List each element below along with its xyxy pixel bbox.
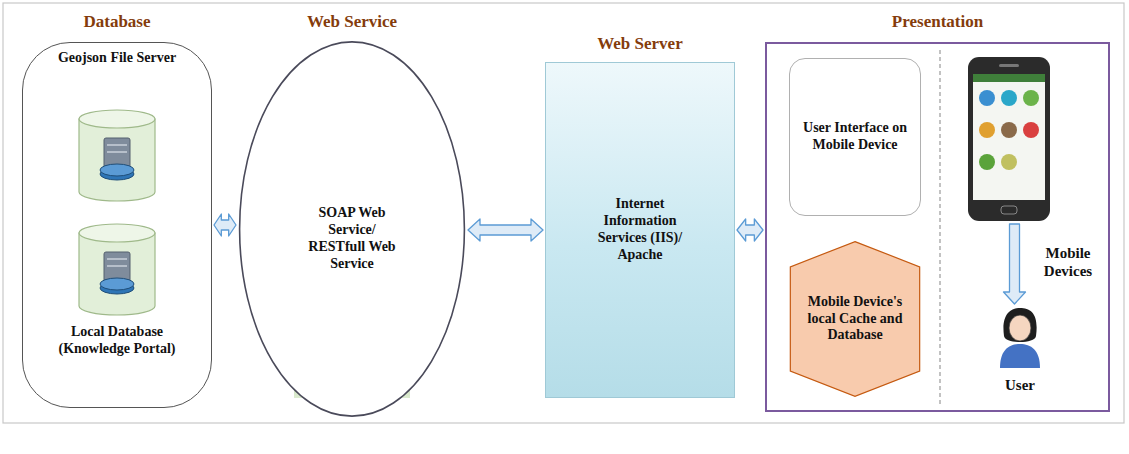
user-face xyxy=(1009,315,1031,341)
user-hair xyxy=(1003,308,1036,342)
database-panel: Geojson File ServerLocal Database (Knowl… xyxy=(22,8,212,408)
column-heading: Database xyxy=(22,8,212,32)
phone-icon xyxy=(967,56,1051,222)
web-server-box: Web ServerInternet Information Services … xyxy=(545,30,735,398)
column-heading: Web Server xyxy=(545,30,735,54)
column-heading: Presentation xyxy=(765,8,1110,32)
app-icon xyxy=(1023,90,1039,106)
block-arrow xyxy=(737,219,763,241)
block-arrow xyxy=(468,219,543,241)
ui-box: User Interface on Mobile Device xyxy=(789,58,921,216)
web-service-ellipse: SOAP Web Service/ RESTfull Web Service We… xyxy=(238,8,466,418)
cylinder-body xyxy=(79,233,155,315)
database-cylinder: Geojson File Server xyxy=(42,46,192,226)
app-icon xyxy=(1001,90,1017,106)
web-server-box-outline: Internet Information Services (IIS)/ Apa… xyxy=(545,62,735,398)
column-heading: Web Service xyxy=(238,8,466,32)
block-arrow xyxy=(214,214,236,236)
app-icon xyxy=(979,90,995,106)
app-icon xyxy=(979,154,995,170)
database-cylinder-icon xyxy=(77,108,157,204)
app-icon xyxy=(1023,122,1039,138)
box-label: SOAP Web Service/ RESTfull Web Service xyxy=(300,205,404,272)
hexagon-shape xyxy=(790,242,919,397)
mobile-device: Mobile Devices xyxy=(955,56,1105,286)
outer-frame xyxy=(3,3,1124,423)
box-label: Internet Information Services (IIS)/ Apa… xyxy=(580,196,700,263)
ellipse-shape xyxy=(240,42,465,416)
app-icon xyxy=(1001,154,1017,170)
server-slot xyxy=(107,151,127,153)
server-slot xyxy=(107,265,127,267)
cylinder-top xyxy=(79,224,155,242)
home-button xyxy=(1001,206,1017,214)
user-body xyxy=(1000,344,1040,368)
app-icon xyxy=(979,122,995,138)
cylinder-top xyxy=(79,110,155,128)
phone-body xyxy=(968,57,1050,221)
server-slot xyxy=(107,258,127,260)
status-bar xyxy=(973,74,1045,82)
box-label: Mobile Device's local Cache and Database xyxy=(807,294,903,344)
presentation-panel-outline xyxy=(765,42,1110,412)
user-label: User xyxy=(980,376,1060,394)
user-icon xyxy=(995,306,1045,368)
box-label: User Interface on Mobile Device xyxy=(803,120,907,154)
database-label: Local Database (Knowledge Portal) xyxy=(52,324,182,358)
presentation-panel: User Interface on Mobile DeviceMobile De… xyxy=(765,8,1110,412)
server-slot xyxy=(107,144,127,146)
database-disk xyxy=(100,278,134,290)
phone-screen xyxy=(973,74,1045,200)
divider-line xyxy=(939,50,940,406)
block-arrow xyxy=(1004,224,1026,304)
database-cylinder-icon xyxy=(77,222,157,318)
database-label: Geojson File Server xyxy=(52,50,182,67)
device-label: Mobile Devices xyxy=(1033,244,1103,280)
app-icon xyxy=(1001,122,1017,138)
user-figure: User xyxy=(980,306,1060,406)
database-cylinder: Local Database (Knowledge Portal) xyxy=(42,218,192,398)
phone-speaker xyxy=(999,64,1019,67)
cylinder-body xyxy=(79,119,155,201)
database-disk xyxy=(100,164,134,176)
cache-hexagon: Mobile Device's local Cache and Database xyxy=(789,240,921,398)
